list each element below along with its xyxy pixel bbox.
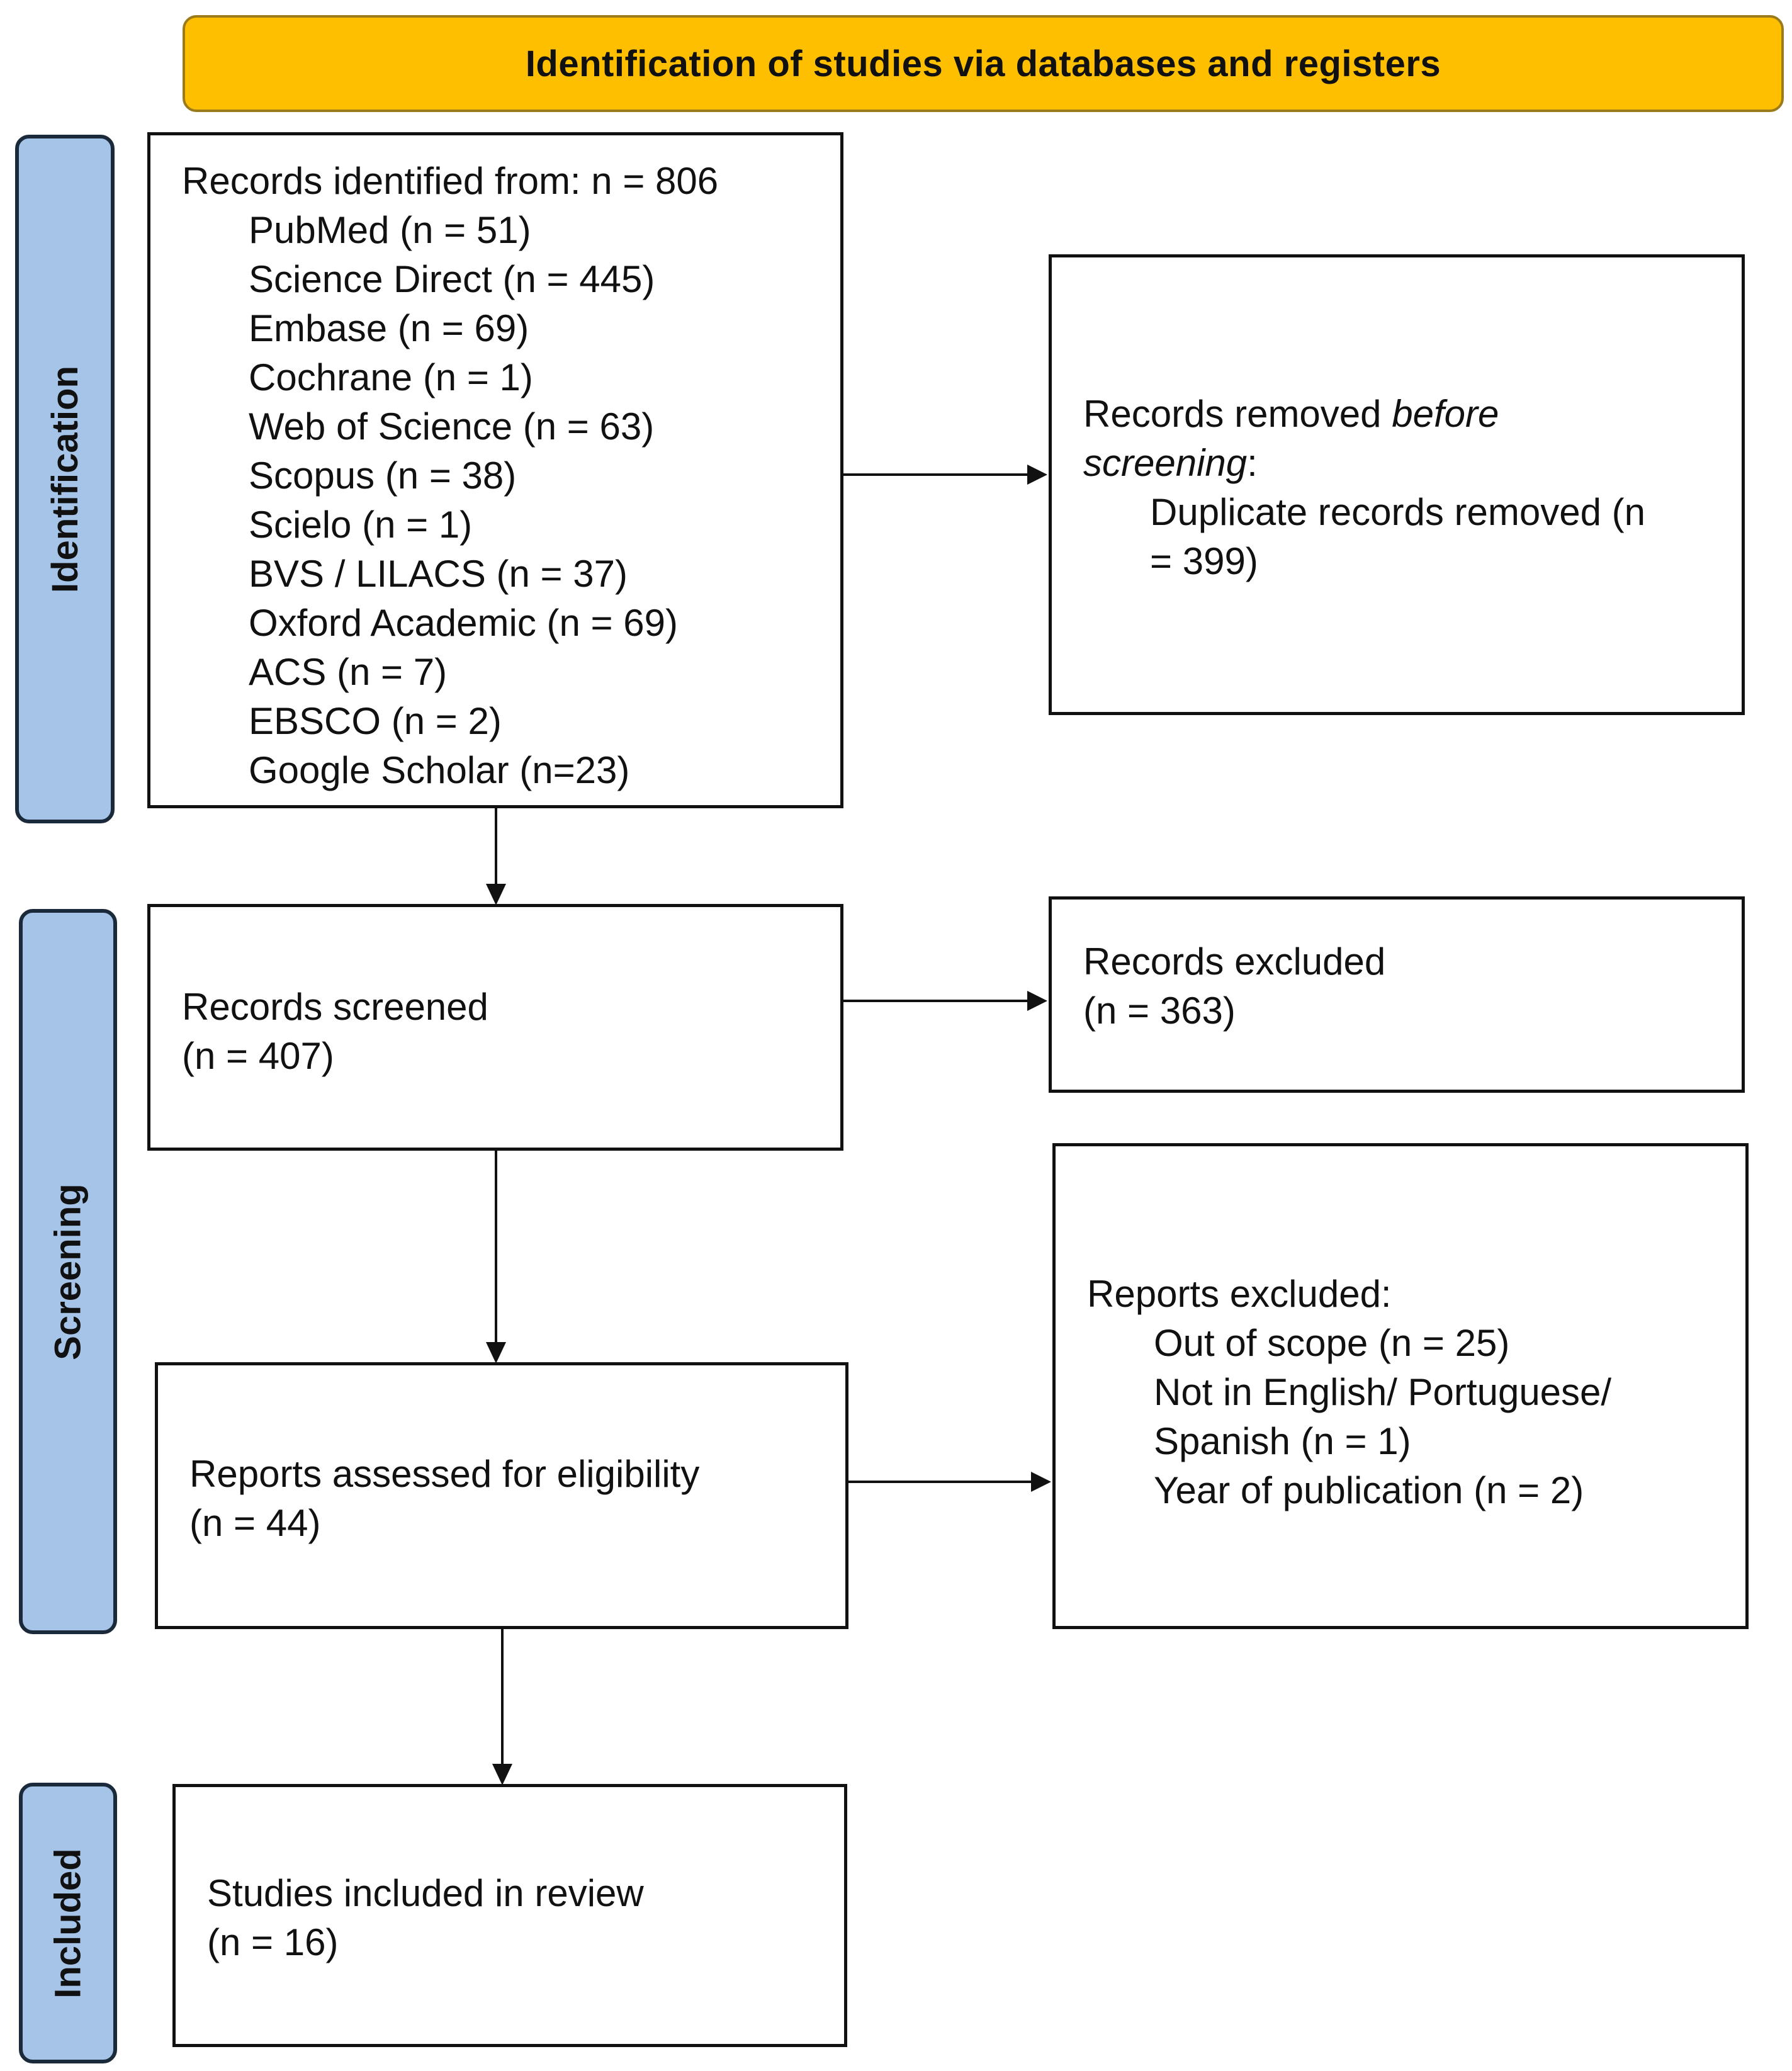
arrowhead-reports-excluded <box>1031 1472 1051 1492</box>
arrowhead-included <box>492 1764 512 1785</box>
records-removed-text: Records removed before screening: Duplic… <box>1083 390 1645 586</box>
records-identified-box: Records identified from: n = 806 PubMed … <box>147 132 843 808</box>
source-item: EBSCO (n = 2) <box>249 700 502 742</box>
source-item: Scopus (n = 38) <box>249 454 517 497</box>
reports-excluded-title: Reports excluded: <box>1087 1273 1392 1315</box>
reports-assessed-label: Reports assessed for eligibility <box>189 1453 700 1495</box>
records-excluded-count: (n = 363) <box>1083 990 1236 1032</box>
header-banner: Identification of studies via databases … <box>183 15 1784 112</box>
records-removed-box: Records removed before screening: Duplic… <box>1049 254 1745 715</box>
records-screened-count: (n = 407) <box>182 1035 334 1077</box>
source-item: ACS (n = 7) <box>249 651 448 693</box>
arrowhead-records-excluded <box>1027 991 1047 1011</box>
records-excluded-label: Records excluded <box>1083 940 1386 983</box>
source-item: BVS / LILACS (n = 37) <box>249 553 628 595</box>
records-removed-italic-before: before <box>1392 393 1499 435</box>
source-item: Scielo (n = 1) <box>249 504 473 546</box>
duplicate-records-count: = 399) <box>1150 540 1258 582</box>
arrowhead-assessed <box>486 1342 506 1363</box>
records-screened-label: Records screened <box>182 986 488 1028</box>
reports-assessed-count: (n = 44) <box>189 1502 321 1544</box>
phase-identification: Identification <box>15 135 115 823</box>
records-removed-prefix: Records removed <box>1083 393 1392 435</box>
arrowhead-screened <box>486 884 506 905</box>
studies-included-count: (n = 16) <box>207 1921 339 1963</box>
phase-included: Included <box>19 1783 117 2063</box>
source-item: Science Direct (n = 445) <box>249 258 655 300</box>
reports-assessed-box: Reports assessed for eligibility (n = 44… <box>155 1362 848 1629</box>
reports-excluded-box: Reports excluded: Out of scope (n = 25) … <box>1052 1143 1749 1629</box>
studies-included-box: Studies included in review (n = 16) <box>172 1784 847 2047</box>
exclusion-reason: Not in English/ Portuguese/ <box>1154 1371 1612 1413</box>
source-item: Embase (n = 69) <box>249 307 529 349</box>
source-item: Cochrane (n = 1) <box>249 356 533 398</box>
duplicate-records-line: Duplicate records removed (n <box>1150 491 1646 533</box>
exclusion-reason: Out of scope (n = 25) <box>1154 1322 1510 1364</box>
exclusion-reason: Year of publication (n = 2) <box>1154 1469 1584 1511</box>
header-title: Identification of studies via databases … <box>525 43 1441 84</box>
records-screened-box: Records screened (n = 407) <box>147 904 843 1151</box>
exclusion-reason: Spanish (n = 1) <box>1154 1420 1411 1462</box>
records-identified-list: Records identified from: n = 806 PubMed … <box>182 157 718 795</box>
source-item: Google Scholar (n=23) <box>249 749 630 791</box>
records-removed-colon: : <box>1247 442 1258 484</box>
source-item: Oxford Academic (n = 69) <box>249 602 678 644</box>
arrowhead-removed <box>1027 465 1047 485</box>
source-item: Web of Science (n = 63) <box>249 405 655 448</box>
records-identified-title: Records identified from: n = 806 <box>182 160 719 202</box>
studies-included-label: Studies included in review <box>207 1872 644 1914</box>
phase-screening: Screening <box>19 909 117 1634</box>
records-removed-italic-screening: screening <box>1083 442 1248 484</box>
source-item: PubMed (n = 51) <box>249 209 531 251</box>
records-excluded-box: Records excluded (n = 363) <box>1049 896 1745 1093</box>
